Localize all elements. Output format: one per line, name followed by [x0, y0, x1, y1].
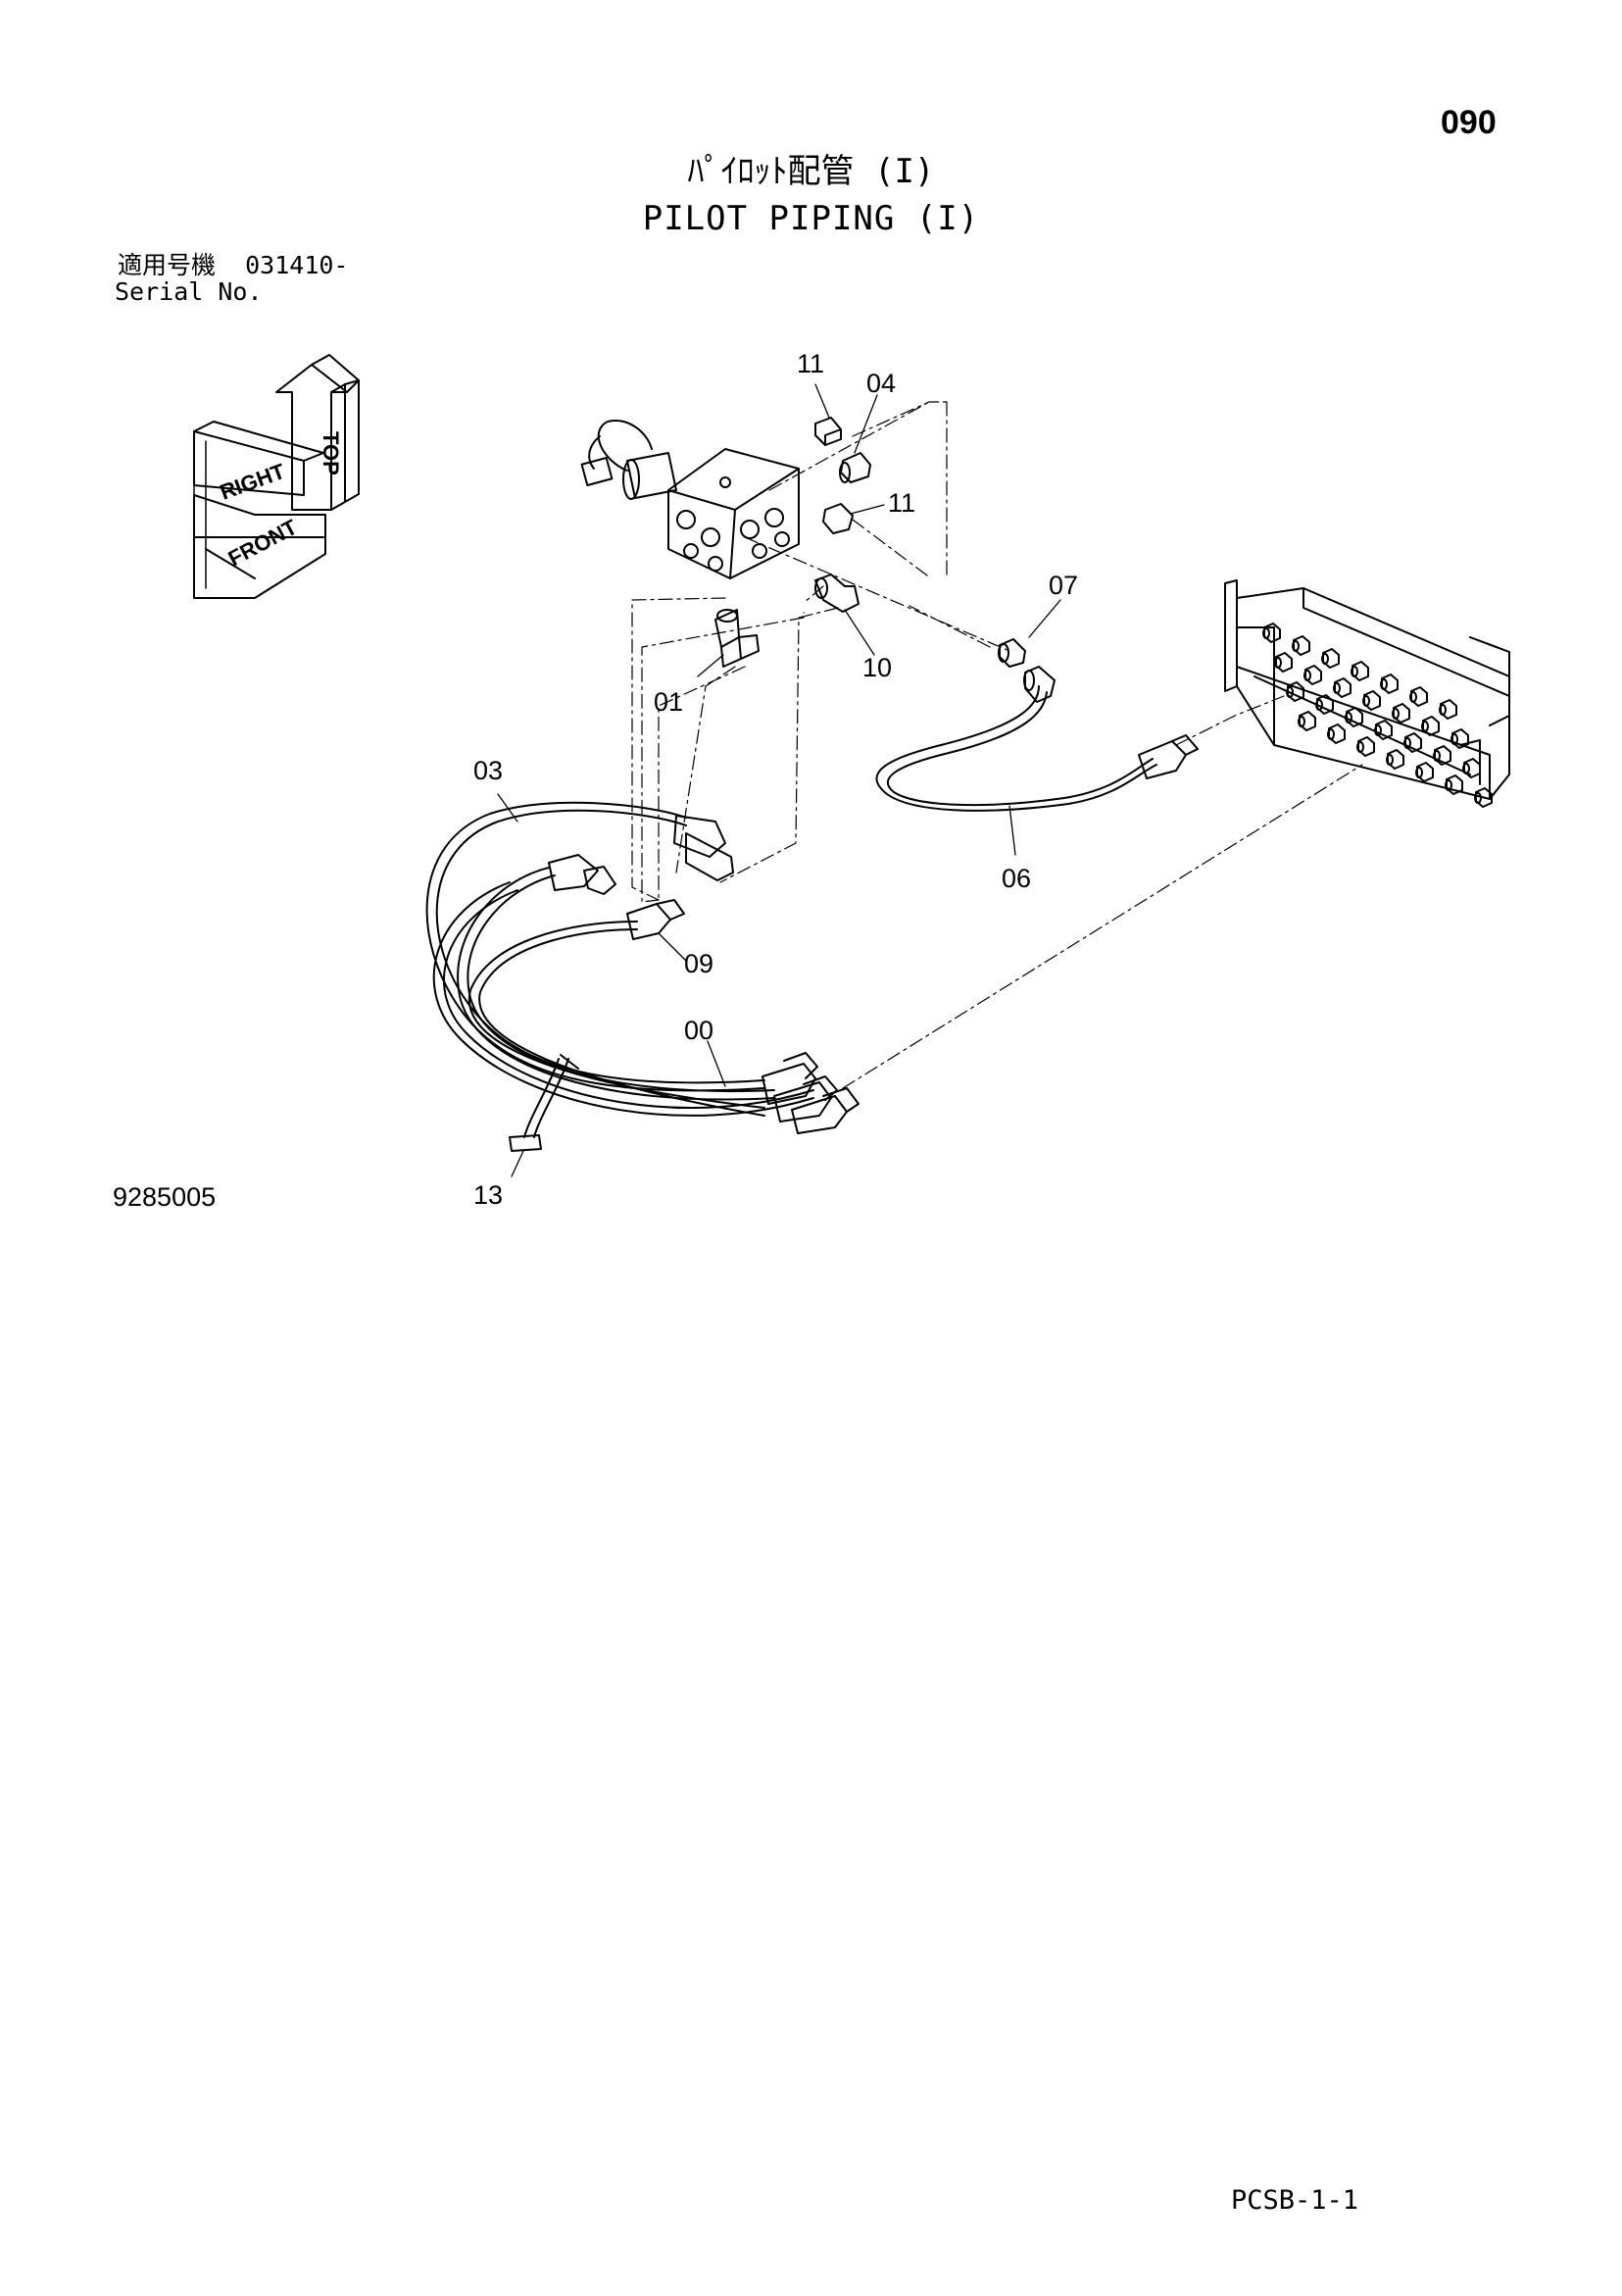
valve-port-fitting — [1422, 716, 1440, 736]
callout-03: 03 — [473, 756, 504, 785]
valve-port-opening — [1474, 792, 1482, 804]
valve-port-opening — [1292, 640, 1300, 652]
valve-port-opening — [1450, 733, 1458, 745]
callout-01: 01 — [654, 687, 684, 717]
callout-leaders — [497, 383, 1061, 1177]
figure-number: 9285005 — [113, 1182, 217, 1212]
serial-label: Serial No. — [115, 277, 263, 306]
valve-port-opening — [1262, 627, 1270, 639]
valve-port-fitting — [1263, 623, 1281, 643]
valve-port-fitting — [1416, 762, 1434, 782]
valve-port-fitting — [1299, 711, 1316, 731]
hose-bundle — [425, 801, 860, 1152]
valve-port-fitting — [1381, 674, 1399, 694]
hose-06 — [875, 666, 1199, 812]
valve-port-opening — [1439, 704, 1447, 716]
callout-04: 04 — [866, 369, 897, 398]
valve-port-fitting — [1275, 652, 1293, 673]
callout-07: 07 — [1049, 571, 1079, 600]
valve-port-opening — [1421, 721, 1429, 732]
valve-port-opening — [1345, 712, 1352, 724]
valve-port-fitting — [1410, 686, 1428, 707]
valve-port-fitting — [1387, 749, 1404, 770]
valve-port-opening — [1303, 670, 1311, 681]
valve-port-opening — [1392, 708, 1400, 720]
valve-port-opening — [1298, 716, 1305, 727]
page-title: PILOT PIPING (I) — [642, 199, 980, 238]
valve-port-fitting — [1334, 677, 1352, 698]
serial-label-japanese: 適用号機 — [118, 251, 217, 279]
valve-port-fitting — [1463, 758, 1481, 778]
valve-port-opening — [1333, 682, 1341, 694]
valve-port-opening — [1462, 763, 1470, 774]
callout-11-upper: 11 — [797, 349, 825, 378]
valve-port-opening — [1386, 754, 1394, 766]
control-valve-bank — [1224, 579, 1510, 808]
valve-port-opening — [1274, 657, 1282, 669]
valve-port-opening — [1433, 750, 1441, 762]
serial-line: 適用号機 031410- — [118, 253, 348, 277]
valve-port-opening — [1374, 724, 1382, 736]
valve-port-opening — [1409, 691, 1417, 703]
valve-port-opening — [1315, 699, 1323, 711]
valve-port-fitting — [1304, 665, 1322, 685]
valve-port-fitting — [1346, 707, 1363, 727]
valve-port-fitting — [1363, 690, 1381, 711]
valve-port-fitting — [1446, 774, 1463, 795]
callout-13: 13 — [473, 1180, 504, 1210]
callout-09: 09 — [684, 949, 714, 978]
valve-port-fitting — [1322, 648, 1340, 669]
orientation-label-front: FRONT — [224, 515, 302, 572]
page-title-japanese: ﾊﾟｲﾛｯﾄ配管 (I) — [687, 152, 935, 191]
valve-ports — [1262, 623, 1493, 808]
orientation-label-right: RIGHT — [217, 459, 288, 505]
callout-06: 06 — [1002, 864, 1032, 893]
valve-port-opening — [1415, 767, 1423, 778]
valve-port-fitting — [1293, 635, 1310, 656]
valve-port-fitting — [1357, 736, 1375, 757]
valve-port-opening — [1351, 666, 1358, 677]
valve-port-opening — [1286, 686, 1294, 698]
valve-port-fitting — [1393, 703, 1410, 724]
solenoid-valve-block — [580, 420, 800, 579]
fittings-top — [714, 417, 1026, 668]
valve-port-opening — [1380, 678, 1388, 690]
valve-port-fitting — [1328, 724, 1346, 744]
callout-11-right: 11 — [888, 488, 916, 518]
valve-port-fitting — [1440, 699, 1457, 720]
orientation-label-top: TOP — [319, 431, 343, 475]
valve-port-opening — [1445, 779, 1452, 791]
callout-00: 00 — [684, 1016, 714, 1045]
valve-port-opening — [1403, 737, 1411, 749]
valve-port-opening — [1327, 728, 1335, 740]
valve-port-opening — [1362, 695, 1370, 707]
valve-port-fitting — [1352, 661, 1369, 681]
footer-code: PCSB-1-1 — [1231, 2185, 1359, 2216]
orientation-icon: TOP RIGHT FRONT — [193, 354, 360, 599]
valve-port-fitting — [1375, 720, 1393, 740]
callout-10: 10 — [862, 653, 893, 682]
valve-port-opening — [1321, 653, 1329, 665]
valve-port-opening — [1356, 741, 1364, 753]
page-number: 090 — [1441, 104, 1497, 141]
leader-lines — [631, 401, 1363, 1089]
serial-value: 031410- — [245, 251, 349, 279]
